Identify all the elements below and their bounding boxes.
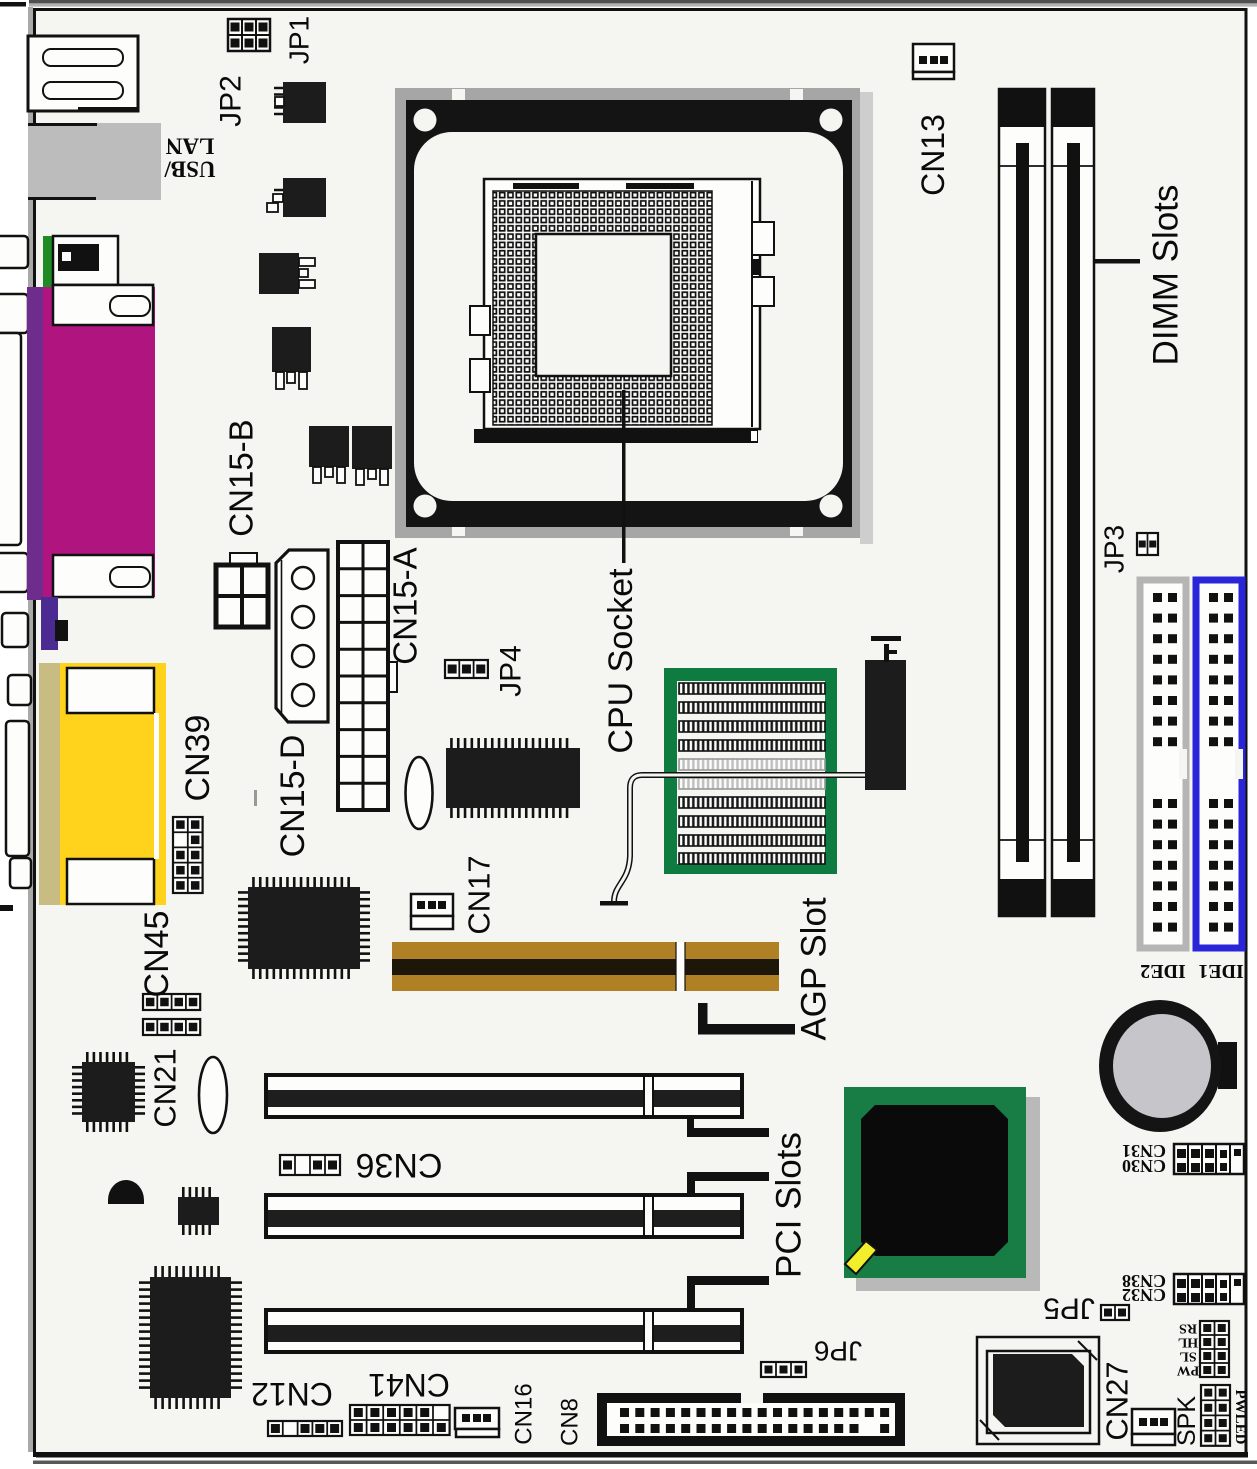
svg-text:CN16: CN16 bbox=[511, 1383, 538, 1444]
svg-text:CN41: CN41 bbox=[368, 1367, 450, 1403]
svg-text:RS: RS bbox=[1179, 1321, 1197, 1336]
svg-text:CN13: CN13 bbox=[915, 114, 951, 196]
svg-text:AGP Slot: AGP Slot bbox=[795, 897, 834, 1041]
svg-text:JP3: JP3 bbox=[1099, 525, 1130, 573]
svg-text:CN15-D: CN15-D bbox=[274, 735, 312, 858]
svg-text:CN45: CN45 bbox=[138, 911, 176, 998]
svg-text:CN17: CN17 bbox=[462, 855, 497, 934]
svg-text:JP6: JP6 bbox=[814, 1336, 862, 1367]
svg-text:USB/: USB/ bbox=[164, 157, 216, 182]
svg-text:CN15-B: CN15-B bbox=[223, 419, 260, 536]
svg-text:SL: SL bbox=[1179, 1349, 1196, 1364]
svg-text:CN12: CN12 bbox=[251, 1376, 333, 1412]
svg-text:PCI Slots: PCI Slots bbox=[770, 1132, 809, 1278]
svg-text:CN38: CN38 bbox=[1122, 1271, 1166, 1291]
svg-text:DIMM Slots: DIMM Slots bbox=[1147, 185, 1186, 366]
svg-text:CN21: CN21 bbox=[148, 1048, 183, 1127]
svg-text:CN8: CN8 bbox=[557, 1398, 584, 1446]
svg-text:JP1: JP1 bbox=[284, 16, 315, 64]
svg-text:CPU Socket: CPU Socket bbox=[602, 568, 640, 754]
svg-text:JP2: JP2 bbox=[215, 75, 248, 127]
svg-text:CN30: CN30 bbox=[1122, 1156, 1166, 1176]
svg-text:IDE2: IDE2 bbox=[1140, 960, 1186, 982]
svg-text:SPK: SPK bbox=[1173, 1396, 1201, 1446]
svg-text:CN36: CN36 bbox=[356, 1146, 443, 1184]
svg-text:CN32: CN32 bbox=[1122, 1285, 1166, 1305]
svg-text:HL: HL bbox=[1178, 1335, 1198, 1350]
svg-text:IDE1: IDE1 bbox=[1198, 960, 1244, 982]
svg-text:LAN: LAN bbox=[165, 134, 214, 159]
svg-text:CN15-A: CN15-A bbox=[387, 547, 424, 664]
svg-text:CN31: CN31 bbox=[1122, 1141, 1166, 1161]
svg-text:CN27: CN27 bbox=[1100, 1361, 1135, 1440]
svg-text:JP5: JP5 bbox=[1043, 1292, 1095, 1325]
svg-text:CN39: CN39 bbox=[179, 715, 217, 802]
svg-text:PWLED: PWLED bbox=[1232, 1389, 1248, 1444]
svg-text:JP4: JP4 bbox=[495, 645, 528, 697]
svg-text:PW: PW bbox=[1177, 1363, 1200, 1378]
